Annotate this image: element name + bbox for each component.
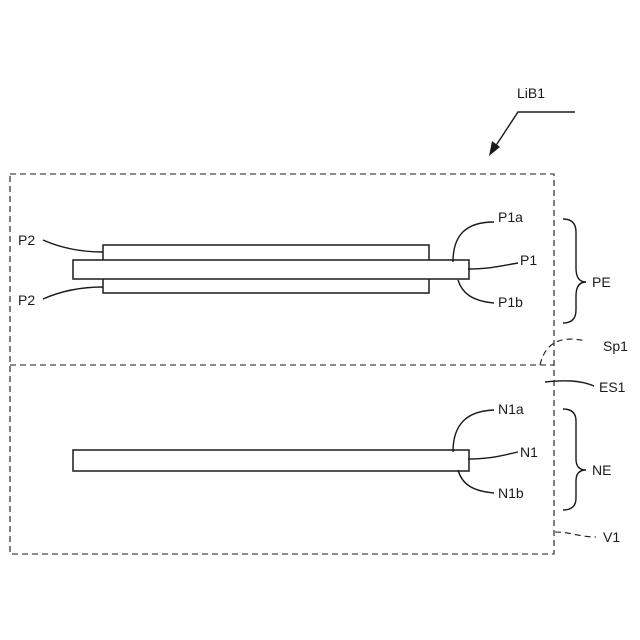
negative-electrode-n1 [73, 450, 469, 471]
label-lib1: LiB1 [517, 85, 545, 101]
active-material-layer-p2-top [103, 245, 429, 261]
lib1-arrow-line [493, 112, 575, 150]
current-collector-p1 [73, 260, 469, 279]
leader-p1 [468, 263, 518, 269]
leader-n1b [458, 470, 494, 493]
leader-p1b [458, 280, 494, 303]
label-p1a: P1a [498, 209, 523, 225]
label-pe: PE [592, 274, 611, 290]
brace-ne [563, 409, 586, 510]
active-material-layer-p2-bottom [103, 278, 429, 293]
leader-v1 [555, 532, 596, 537]
label-p1: P1 [520, 252, 537, 268]
label-p1b: P1b [498, 294, 523, 310]
lib1-arrow-head [489, 141, 500, 156]
brace-pe [563, 219, 586, 323]
leader-n1a [453, 410, 494, 452]
label-n1b: N1b [498, 485, 524, 501]
leader-es1 [545, 381, 594, 386]
leader-sp1 [540, 339, 586, 365]
leader-p1a [453, 222, 494, 262]
leader-n1 [468, 452, 518, 459]
label-p2-bottom: P2 [18, 292, 35, 308]
leader-p2-bottom [43, 287, 103, 299]
label-ne: NE [592, 462, 611, 478]
label-sp1: Sp1 [603, 338, 628, 354]
label-n1a: N1a [498, 401, 524, 417]
case-outline-v1 [10, 174, 554, 554]
label-v1: V1 [603, 529, 620, 545]
label-p2-top: P2 [18, 232, 35, 248]
label-n1: N1 [520, 444, 538, 460]
label-es1: ES1 [599, 379, 626, 395]
leader-p2-top [43, 240, 103, 252]
